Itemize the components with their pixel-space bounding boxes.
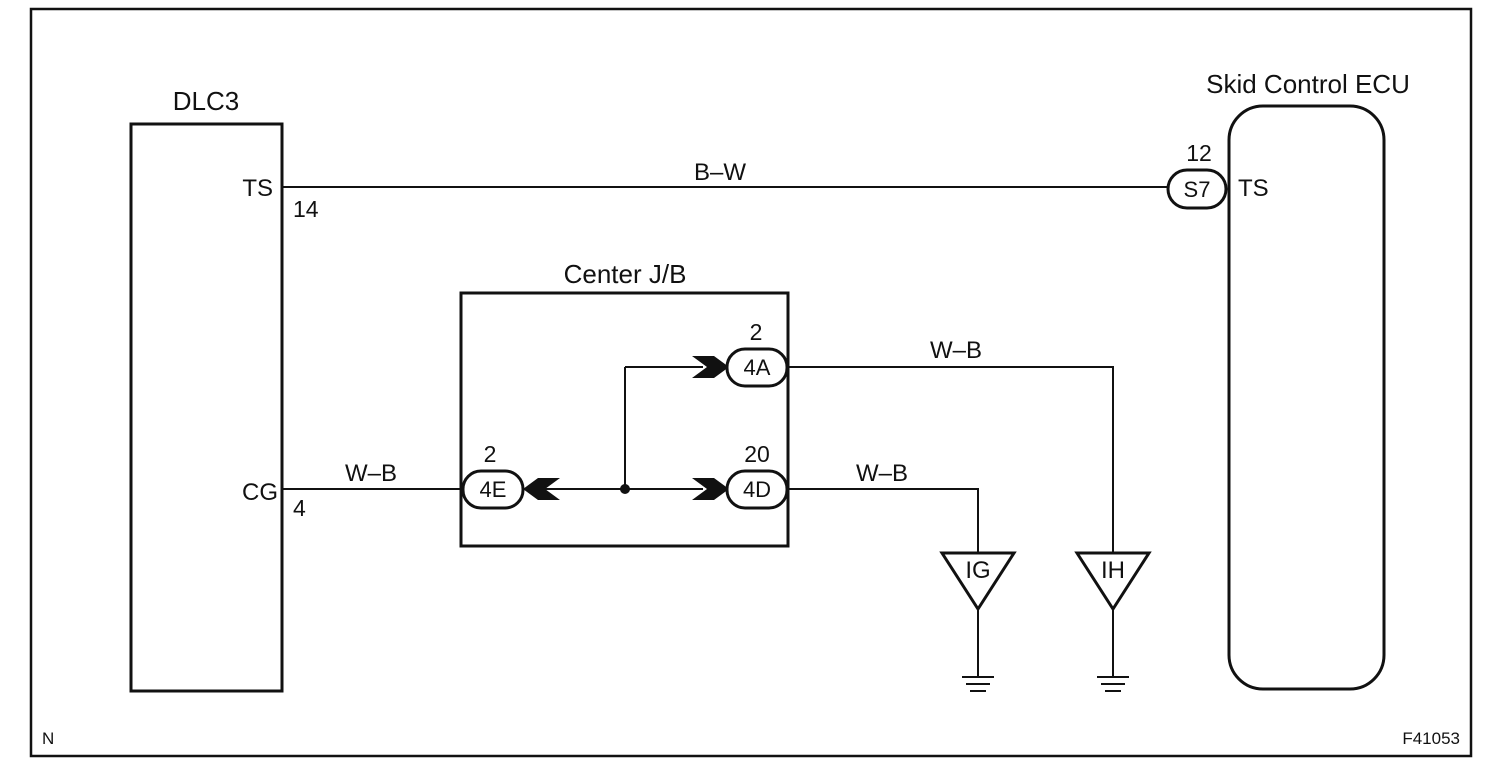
jb-box [459, 291, 790, 548]
jb-connector-4d-pin: 20 [744, 441, 770, 467]
footer-left-mark: N [42, 729, 54, 748]
ts-wire-color: B–W [694, 159, 746, 186]
jb-connector-4e-pin: 2 [484, 441, 497, 467]
splice-dot [620, 484, 630, 494]
ground-point-ig-label: IG [965, 557, 990, 584]
ecu-title: Skid Control ECU [1206, 69, 1410, 99]
ecu-connector-s7 [1166, 168, 1228, 210]
ground-point-ih-label: IH [1101, 557, 1125, 584]
cg-wire-color: W–B [345, 460, 397, 487]
ecu-ts-label: TS [1238, 175, 1269, 202]
d-wire-color: W–B [856, 460, 908, 487]
dlc3-title: DLC3 [173, 86, 239, 116]
dlc3-cg-label: CG [242, 479, 278, 506]
ground-point-ih [1074, 551, 1152, 612]
figure-code: F41053 [1402, 729, 1460, 748]
chevron-left-icon [523, 478, 560, 500]
dlc3-box [129, 122, 284, 693]
jb-connector-4e-label: 4E [480, 477, 507, 502]
jb-title: Center J/B [564, 259, 687, 289]
ground-icon [962, 676, 994, 692]
d-wire [787, 488, 979, 553]
jb-connector-4a-label: 4A [744, 355, 771, 380]
ecu-connector-label: S7 [1184, 177, 1211, 202]
dlc3-ts-pin: 14 [293, 196, 319, 222]
a-wire [787, 366, 1114, 553]
ecu-pin: 12 [1186, 140, 1212, 166]
jb-connector-4e [461, 469, 525, 510]
diagram-frame [29, 7, 1473, 758]
a-wire-color: W–B [930, 337, 982, 364]
dlc3-cg-pin: 4 [293, 495, 306, 521]
ground-icon [1097, 676, 1129, 692]
dlc3-ts-label: TS [242, 175, 273, 202]
jb-connector-4a-pin: 2 [750, 319, 763, 345]
chevron-right-icon [692, 478, 729, 500]
ground-point-ig [939, 551, 1017, 612]
chevron-right-icon [692, 356, 729, 378]
jb-connector-4d-label: 4D [743, 477, 771, 502]
ecu-box [1227, 104, 1386, 691]
